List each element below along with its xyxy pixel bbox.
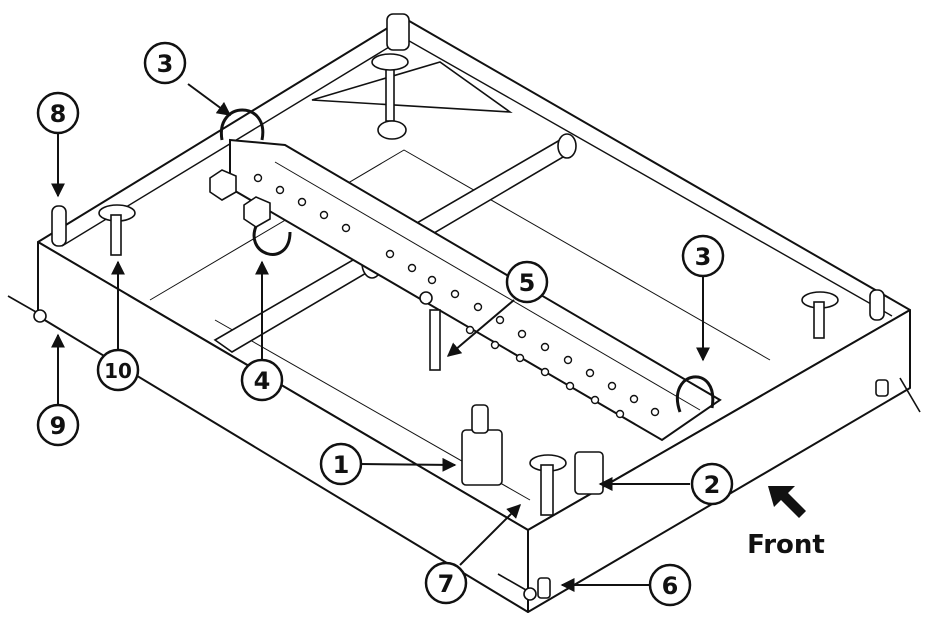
callout-number: 4 xyxy=(254,367,271,395)
shackle-nuts xyxy=(209,169,271,228)
leader-7 xyxy=(459,504,521,566)
leader-1 xyxy=(359,457,457,472)
callout-number: 7 xyxy=(438,570,455,598)
callout-number: 3 xyxy=(695,243,712,271)
callout-leaders xyxy=(51,83,710,592)
callout-circle-6 xyxy=(648,563,692,607)
lugs-knobs xyxy=(51,204,885,516)
callout-circles xyxy=(36,41,734,607)
leader-5 xyxy=(446,299,515,357)
callout-circle-9 xyxy=(36,403,80,447)
callout-circle-2 xyxy=(690,462,734,506)
callout-number: 2 xyxy=(704,471,721,499)
callout-number: 3 xyxy=(157,50,174,78)
callout-circle-4 xyxy=(240,358,284,402)
callout-number: 10 xyxy=(104,359,132,383)
callout-circle-10 xyxy=(96,348,140,392)
callout-number: 1 xyxy=(333,451,350,479)
front-arrow-icon xyxy=(768,486,806,518)
shackles xyxy=(219,108,715,413)
callout-circle-3b xyxy=(681,234,725,278)
callout-number: 5 xyxy=(519,269,536,297)
beam-holes xyxy=(253,173,660,419)
front-label: Front xyxy=(747,530,825,560)
callout-circle-7 xyxy=(424,561,468,605)
corner-pins xyxy=(7,295,921,601)
callout-circle-1 xyxy=(319,442,363,486)
callout-number: 9 xyxy=(50,412,67,440)
leader-3a xyxy=(187,83,232,116)
callout-circle-8 xyxy=(36,91,80,135)
callout-number: 6 xyxy=(662,572,679,600)
top-plate xyxy=(311,13,513,140)
callout-circle-5 xyxy=(505,260,549,304)
callout-circle-3a xyxy=(143,41,187,85)
callout-numbers: 1 2 3 3 4 5 6 7 8 9 10 xyxy=(50,50,721,600)
callout-number: 8 xyxy=(50,100,67,128)
